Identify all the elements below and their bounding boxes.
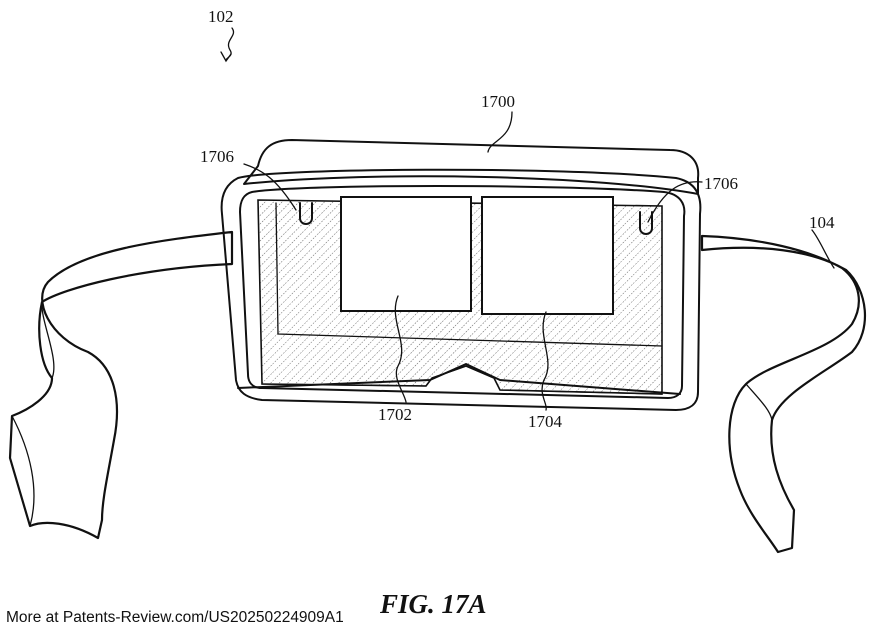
- nose-notch-inner: [261, 365, 663, 395]
- top-cushion: [243, 139, 700, 195]
- nose-notch: [237, 363, 681, 395]
- right-sensor: [639, 211, 653, 235]
- inner-rim: [239, 185, 686, 399]
- right-display: [481, 196, 614, 315]
- label-housing: 1700: [481, 92, 515, 111]
- outer-frame: [220, 168, 702, 411]
- figure-caption: FIG. 17A: [379, 589, 487, 619]
- left-sensor: [299, 202, 313, 225]
- left-strap: [8, 230, 234, 540]
- label-band: 104: [809, 213, 835, 232]
- left-display: [340, 196, 472, 312]
- label-sensor-left: 1706: [200, 147, 234, 166]
- label-right-display: 1704: [528, 412, 563, 431]
- right-strap: [700, 234, 866, 554]
- leader-lines: [220, 27, 835, 411]
- display-housing: [220, 139, 702, 411]
- label-device: 102: [208, 7, 234, 26]
- head-band: [8, 230, 866, 554]
- label-left-display: 1702: [378, 405, 412, 424]
- source-watermark: More at Patents-Review.com/US20250224909…: [6, 609, 344, 626]
- label-sensor-right: 1706: [704, 174, 738, 193]
